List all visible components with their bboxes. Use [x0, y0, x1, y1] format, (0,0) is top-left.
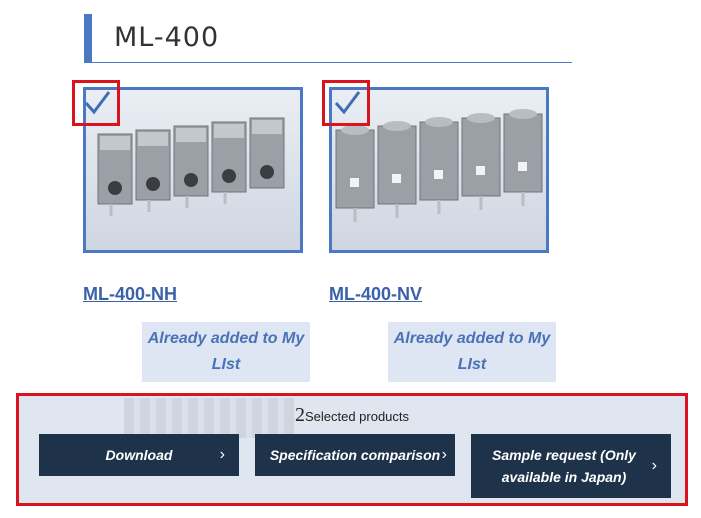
- product-checkbox-ml-400-nh[interactable]: [72, 80, 120, 126]
- chevron-right-icon: ›: [441, 446, 447, 463]
- selected-count: 2Selected products: [19, 404, 685, 427]
- terminal-block-nh-image: [97, 117, 285, 216]
- product-checkbox-ml-400-nv[interactable]: [322, 80, 370, 126]
- selection-tray: 2Selected products Download › Specificat…: [16, 393, 688, 506]
- selected-count-label: Selected products: [304, 409, 410, 424]
- mylist-status-badge: Already added to My LIst: [388, 322, 556, 382]
- specification-comparison-label: Specification comparison: [269, 447, 441, 463]
- page-title: ML-400: [114, 22, 220, 53]
- sample-request-label: Sample request (Only available in Japan): [492, 447, 636, 485]
- selected-count-number: 2: [294, 404, 305, 426]
- chevron-right-icon: ›: [219, 446, 225, 463]
- chevron-right-icon: ›: [651, 457, 657, 474]
- checkmark-icon: [334, 91, 361, 115]
- specification-comparison-button[interactable]: Specification comparison ›: [255, 434, 455, 476]
- download-button[interactable]: Download ›: [39, 434, 239, 476]
- product-image-ml-400-nv[interactable]: [329, 87, 549, 253]
- product-link-ml-400-nv[interactable]: ML-400-NV: [329, 284, 423, 304]
- download-button-label: Download: [105, 447, 173, 463]
- sample-request-button[interactable]: Sample request (Only available in Japan)…: [471, 434, 671, 498]
- header-accent-bar: [84, 14, 92, 62]
- terminal-block-nv-image: [335, 109, 543, 222]
- section-header: ML-400: [84, 14, 572, 63]
- product-link-ml-400-nh[interactable]: ML-400-NH: [83, 284, 178, 304]
- tray-background-image: [124, 398, 294, 438]
- mylist-status-badge: Already added to My LIst: [142, 322, 310, 382]
- product-image-ml-400-nh[interactable]: [83, 87, 303, 253]
- checkmark-icon: [84, 91, 111, 115]
